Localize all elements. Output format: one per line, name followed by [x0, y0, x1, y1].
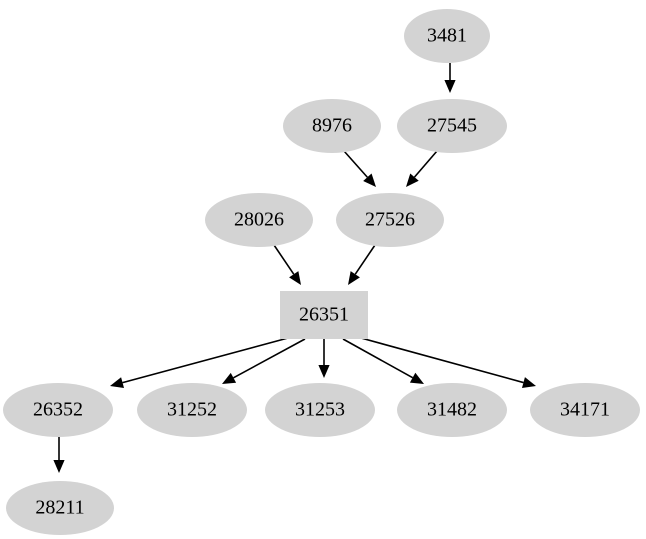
node-ellipse-shape[interactable] — [404, 9, 490, 63]
graph-edge — [110, 337, 289, 389]
graph-node-31482[interactable]: 31482 — [397, 383, 507, 437]
node-ellipse-shape[interactable] — [283, 99, 381, 153]
node-ellipse-shape[interactable] — [3, 383, 113, 437]
node-ellipse-shape[interactable] — [397, 383, 507, 437]
edges-layer — [53, 63, 536, 473]
graph-edge — [342, 338, 424, 384]
graph-node-26351[interactable]: 26351 — [280, 291, 368, 339]
graph-edge — [343, 150, 376, 187]
graph-node-31252[interactable]: 31252 — [137, 383, 247, 437]
arrowhead-icon — [318, 365, 330, 378]
arrowhead-icon — [409, 372, 424, 384]
node-ellipse-shape[interactable] — [397, 99, 507, 153]
arrowhead-icon — [110, 377, 125, 389]
arrowhead-icon — [222, 372, 237, 384]
edge-line — [233, 338, 306, 379]
graph-node-34171[interactable]: 34171 — [530, 383, 640, 437]
edge-line — [354, 244, 376, 275]
graph-node-26352[interactable]: 26352 — [3, 383, 113, 437]
graph-node-28211[interactable]: 28211 — [6, 481, 114, 535]
graph-node-27545[interactable]: 27545 — [397, 99, 507, 153]
graph-edge — [53, 437, 65, 473]
graph-node-27526[interactable]: 27526 — [336, 193, 444, 247]
node-ellipse-shape[interactable] — [6, 481, 114, 535]
graph-edge — [444, 63, 456, 93]
node-ellipse-shape[interactable] — [137, 383, 247, 437]
edge-line — [342, 338, 414, 379]
edge-line — [273, 244, 295, 275]
graph-edge — [318, 339, 330, 378]
graph-edge — [273, 244, 301, 285]
arrowhead-icon — [289, 271, 301, 285]
node-ellipse-shape[interactable] — [530, 383, 640, 437]
arrowhead-icon — [521, 377, 536, 388]
graph-edge — [222, 338, 306, 384]
arrowhead-icon — [406, 173, 419, 187]
arrowhead-icon — [363, 173, 376, 187]
graph-edge — [348, 244, 376, 285]
graph-edge — [360, 337, 536, 388]
node-ellipse-shape[interactable] — [336, 193, 444, 247]
edge-line — [122, 337, 289, 384]
edge-line — [413, 150, 438, 178]
arrowhead-icon — [348, 271, 360, 285]
arrowhead-icon — [53, 460, 65, 473]
edge-line — [343, 150, 368, 178]
nodes-layer: 3481 8976 27545 28026 27526 26351 26352 31252 31… — [3, 9, 640, 535]
graph-edge — [406, 150, 438, 187]
edge-line — [360, 337, 524, 384]
node-box-shape[interactable] — [280, 291, 368, 339]
node-ellipse-shape[interactable] — [205, 193, 313, 247]
graph-node-28026[interactable]: 28026 — [205, 193, 313, 247]
graph-node-31253[interactable]: 31253 — [265, 383, 375, 437]
arrowhead-icon — [444, 80, 456, 93]
node-ellipse-shape[interactable] — [265, 383, 375, 437]
graph-node-8976[interactable]: 8976 — [283, 99, 381, 153]
graph-node-3481[interactable]: 3481 — [404, 9, 490, 63]
